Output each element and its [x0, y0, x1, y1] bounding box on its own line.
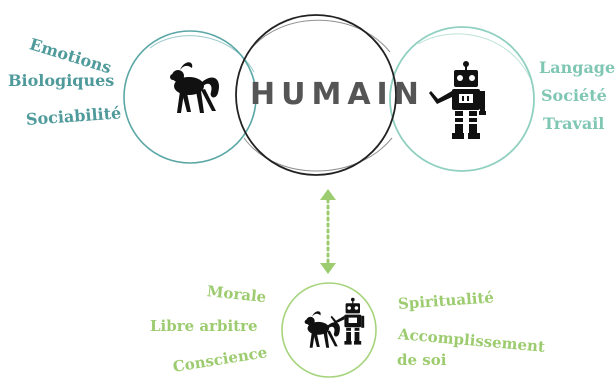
left-label-biologiques: Biologiques	[8, 71, 115, 90]
dotted-double-arrow	[320, 189, 336, 274]
right-circle	[389, 26, 535, 172]
arrow-head-up	[320, 189, 336, 200]
right-label-societe: Société	[541, 86, 607, 105]
right-label-travail: Travail	[543, 114, 605, 133]
left-circle	[123, 30, 257, 164]
bottom-circle	[281, 282, 377, 378]
right-label-langage: Langage	[539, 58, 616, 77]
left-circle-sketch	[149, 35, 255, 73]
bottom-robot-icon	[330, 297, 365, 345]
center-circle-sketch-2	[243, 137, 393, 172]
center-label: HUMAIN	[250, 77, 425, 112]
bottom-monkey-icon	[304, 311, 340, 348]
bottom-label-de-soi: de soi	[397, 351, 447, 369]
center-circle-sketch	[249, 19, 391, 53]
arrow-head-down	[320, 263, 336, 274]
center-circle	[235, 14, 397, 176]
right-circle-sketch	[417, 33, 533, 83]
bottom-label-libre-arbitre: Libre arbitre	[150, 317, 258, 335]
monkey-icon	[170, 62, 220, 113]
robot-icon	[429, 61, 486, 139]
